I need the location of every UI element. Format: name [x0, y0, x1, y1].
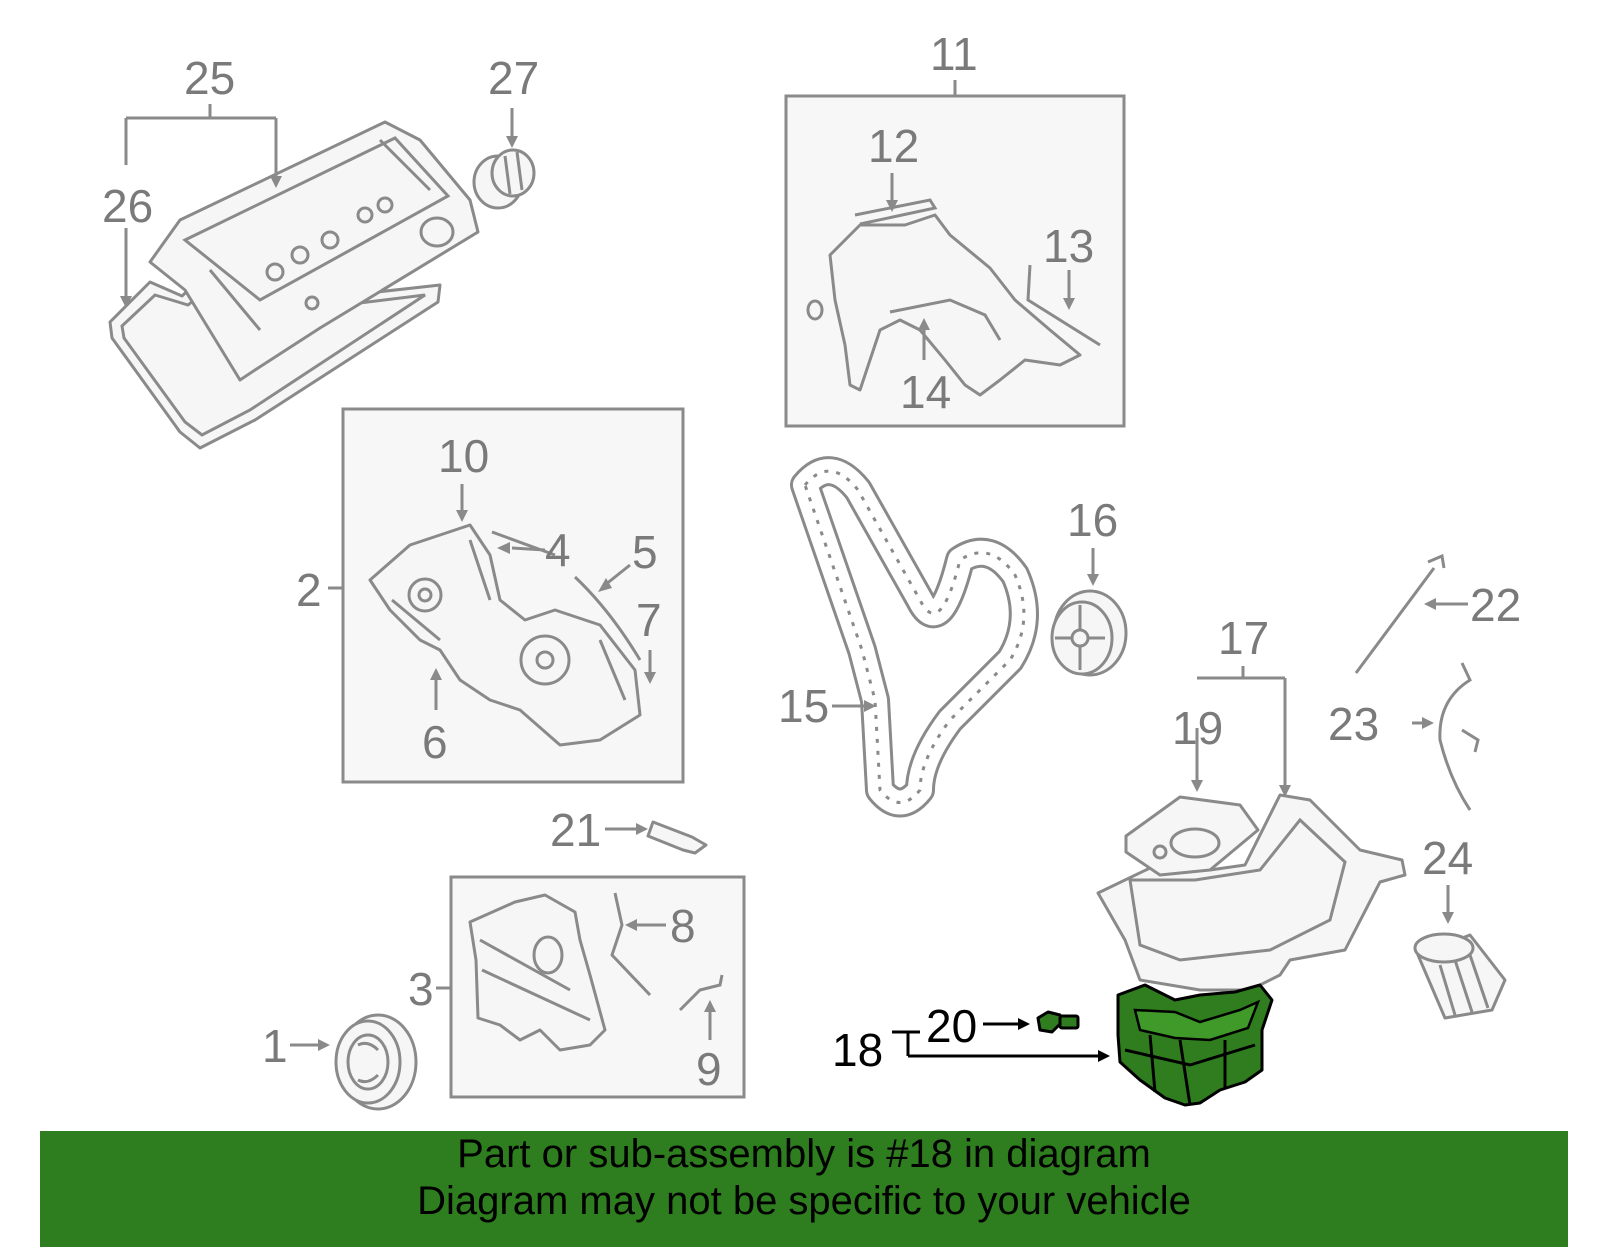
callout-27: 27 [488, 52, 539, 104]
oil-pan-baffle [1124, 795, 1260, 877]
callout-10: 10 [438, 430, 489, 482]
callout-12: 12 [868, 120, 919, 172]
oil-filler-cap [472, 148, 536, 210]
lower-timing-cover [368, 523, 642, 747]
callout-1: 1 [262, 1020, 288, 1072]
callout-18: 18 [832, 1024, 883, 1076]
callout-14: 14 [900, 366, 951, 418]
callout-16: 16 [1067, 494, 1118, 546]
callout-22: 22 [1470, 579, 1521, 631]
crankshaft-pulley [334, 1013, 418, 1111]
callout-26: 26 [102, 180, 153, 232]
callout-23: 23 [1328, 698, 1379, 750]
callout-7: 7 [636, 594, 662, 646]
drain-bolt-highlighted [1036, 1010, 1080, 1034]
callout-11: 11 [930, 28, 978, 80]
callout-20: 20 [926, 1000, 977, 1052]
callout-13: 13 [1043, 220, 1094, 272]
info-banner: Part or sub-assembly is #18 in diagram D… [40, 1131, 1568, 1247]
callout-15: 15 [778, 680, 829, 732]
dowel-pin [646, 820, 708, 855]
callout-17: 17 [1218, 612, 1269, 664]
valve-cover-gasket [108, 268, 442, 450]
banner-line-2: Diagram may not be specific to your vehi… [417, 1179, 1191, 1223]
upper-oil-pan [1096, 793, 1407, 992]
callout-6: 6 [422, 716, 448, 768]
callout-25-leader [120, 104, 282, 308]
oil-filter [1413, 932, 1507, 1020]
lower-oil-pan-highlighted [1116, 983, 1274, 1107]
callout-21: 21 [550, 804, 601, 856]
callout-4: 4 [545, 524, 571, 576]
callout-8: 8 [670, 900, 696, 952]
callout-24: 24 [1422, 832, 1473, 884]
callout-3: 3 [408, 963, 434, 1015]
dipstick-tube [1438, 662, 1480, 811]
timing-belt [790, 456, 1039, 818]
callout-2: 2 [296, 564, 322, 616]
oil-dipstick [1354, 553, 1446, 674]
callout-9: 9 [696, 1043, 722, 1095]
callout-5: 5 [632, 526, 658, 578]
upper-timing-cover [806, 198, 1101, 397]
callout-19: 19 [1172, 702, 1223, 754]
banner-line-1: Part or sub-assembly is #18 in diagram [457, 1132, 1151, 1176]
rear-timing-cover [468, 892, 724, 1052]
idler-pulley [1050, 589, 1128, 677]
valve-cover [148, 120, 480, 382]
callout-25: 25 [184, 52, 235, 104]
